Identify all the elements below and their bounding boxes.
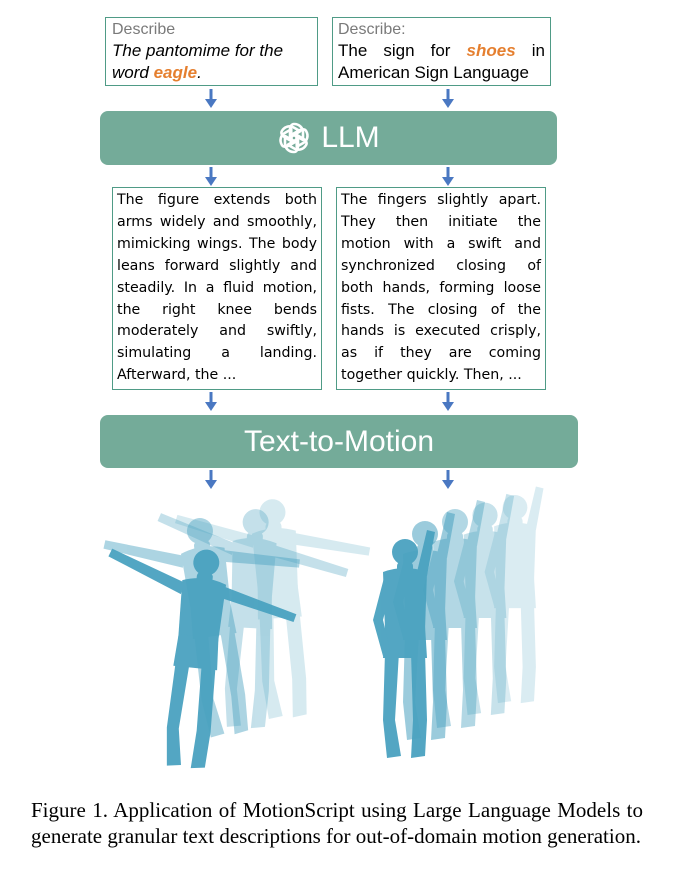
prompt-text: The pantomime for the word eagle.: [112, 41, 284, 82]
prompt-label: Describe: [112, 21, 176, 38]
arrow-down-icon: [442, 89, 454, 108]
prompt-label: Describe:: [338, 21, 406, 38]
arrow-down-icon: [205, 392, 217, 411]
text-to-motion-block: Text-to-Motion: [100, 415, 578, 468]
figure-caption: Figure 1. Application of MotionScript us…: [31, 798, 643, 848]
prompt-highlight: shoes: [466, 41, 516, 60]
llm-block: LLM: [100, 111, 557, 165]
prompt-text: The sign for shoes in American Sign Lang…: [338, 41, 545, 82]
description-shoes: The fingers slightly apart. They then in…: [336, 187, 546, 390]
arrow-down-icon: [205, 470, 217, 489]
motion-figures: [90, 470, 610, 770]
prompt-box-eagle: Describe The pantomime for the word eagl…: [105, 17, 318, 86]
llm-label: LLM: [321, 121, 380, 154]
arrow-down-icon: [205, 167, 217, 186]
arrow-down-icon: [442, 392, 454, 411]
arrow-down-icon: [442, 167, 454, 186]
arrow-down-icon: [205, 89, 217, 108]
arrow-down-icon: [442, 470, 454, 489]
description-eagle: The figure extends both arms widely and …: [112, 187, 322, 390]
prompt-box-shoes: Describe: The sign for shoes in American…: [332, 17, 551, 86]
openai-logo-icon: [277, 121, 312, 155]
text-to-motion-label: Text-to-Motion: [243, 424, 435, 458]
prompt-highlight: eagle: [153, 63, 198, 82]
